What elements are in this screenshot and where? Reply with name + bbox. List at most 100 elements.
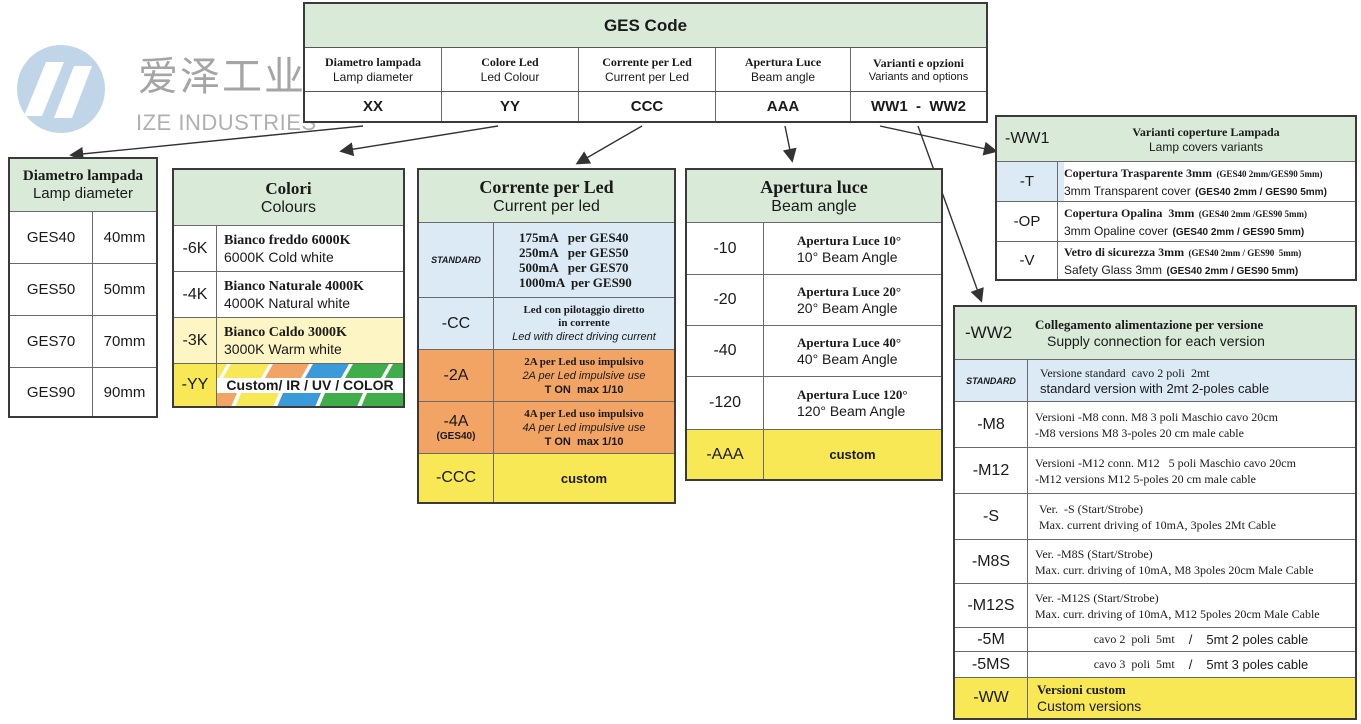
ww2-row-code: -M12S [967,596,1015,614]
ges-column-en: Led Colour [480,70,540,84]
table-row: -M8S Ver. -M8S (Start/Strobe) Max. curr.… [955,539,1355,583]
ww2-row-code: -5M [977,630,1005,648]
divider [216,272,217,317]
ww1-table: -WW1 Varianti coperture Lampada Lamp cov… [995,115,1357,281]
table-row: -WW Versioni custom Custom versions [955,677,1355,718]
ww2-standard-it: Versione standard cavo 2 poli 2mt [1040,365,1210,380]
table-row: -YY Custom/ IR / UV / COLOR [174,363,403,406]
beam-en: 120° Beam Angle [797,403,906,419]
table-row: -10 Apertura Luce 10° 10° Beam Angle [687,222,941,274]
divider [1057,242,1058,279]
current-code: -CC [441,314,471,332]
table-row: GES40 40mm [10,211,156,263]
standard-badge: STANDARD [431,255,481,265]
divider [493,350,494,401]
ges-column-it: Colore Led [481,55,539,69]
ges-column-it: Varianti e opzioni [873,56,964,70]
beam-header: Apertura luce Beam angle [687,170,941,222]
table-row: -S Ver. -S (Start/Strobe) Max. current d… [955,493,1355,539]
cc-it-line: in corrente [558,316,610,329]
ges-code-columns: Diametro lampada Lamp diameter Colore Le… [305,48,986,92]
diameter-code: GES50 [26,281,76,298]
table-row: -OP Copertura Opalina 3mm (GES40 2mm /GE… [997,201,1355,241]
ww2-row-line2: Max. current driving of 10mA, 3poles 2Mt… [1039,517,1276,532]
a2-en-line: 2A per Led impulsive use [522,369,646,382]
divider [763,377,764,429]
ww2-row-code: -M12 [972,461,1010,479]
divider [1027,448,1028,493]
divider [715,48,716,91]
ww1-en-small: (GES40 2mm / GES90 5mm) [1195,186,1327,198]
ww1-row-code: -T [1019,173,1035,190]
table-row: -120 Apertura Luce 120° 120° Beam Angle [687,376,941,429]
table-row: -5M cavo 2 poli 5mt / 5mt 2 poles cable [955,627,1355,651]
logo-mark-icon [17,45,105,133]
diameter-code: GES90 [26,383,76,401]
diameter-value: 50mm [103,281,146,298]
divider [763,275,764,325]
ww1-en-small: (GES40 2mm / GES90 5mm) [1172,226,1305,238]
colour-custom-label: Custom/ IR / UV / COLOR [226,377,394,393]
beam-code: -AAA [706,445,744,463]
divider [850,48,851,91]
diameter-value: 40mm [103,229,146,246]
divider [1027,678,1028,718]
ges-code-value: CCC [630,98,664,115]
ww2-row-line1: Ver. -S (Start/Strobe) [1039,501,1143,516]
ges-column-it: Apertura Luce [744,55,822,69]
beam-it: Apertura Luce 10° [797,232,902,248]
divider [92,316,93,367]
logo-chinese-text: 爱泽工业 [138,54,306,100]
ges-column-it: Diametro lampada [324,55,422,69]
ges-code-values: XX YY CCC AAA WW1 - WW2 [305,92,986,121]
company-logo: 爱泽工业 IZE INDUSTRIES [6,44,326,136]
ges-column-header-diameter: Diametro lampada Lamp diameter [305,48,441,91]
divider [1027,540,1028,583]
a2-it-line: 2A per Led uso impulsivo [524,355,644,368]
table-row: -M8 Versioni -M8 conn. M8 3 poli Maschio… [955,401,1355,447]
colour-it: Bianco Caldo 3000K [224,324,347,340]
diameter-code: GES70 [26,333,76,350]
ges-column-en: Current per Led [604,70,690,84]
ww1-row-code: -V [1019,252,1035,269]
diameter-title-en: Lamp diameter [32,185,134,202]
beam-title-en: Beam angle [771,197,857,215]
divider [493,298,494,349]
colours-title-en: Colours [260,198,317,216]
table-row: -M12S Ver. -M12S (Start/Strobe) Max. cur… [955,583,1355,627]
standard-current-line: 1000mA per GES90 [519,275,632,290]
ww2-custom-en: Custom versions [1037,698,1142,714]
colours-table: Colori Colours -6K Bianco freddo 6000K 6… [172,168,405,408]
ww2-header: -WW2 Collegamento alimentazione per vers… [955,307,1355,359]
beam-it: Apertura Luce 40° [797,335,902,350]
a4-ton-line: T ON max 1/10 [544,435,624,448]
ww1-it-small: (GES40 2mm/GES90 5mm) [1216,168,1323,179]
cc-it-line: Led con pilotaggio diretto [523,303,645,316]
current-code-cell: -4A (GES40) [419,402,493,453]
beam-code: -40 [713,342,737,359]
ww2-standard-badge-cell: STANDARD [955,360,1027,401]
divider [441,48,442,91]
standard-current-line: 250mA per GES50 [519,245,629,260]
table-row: -5MS cavo 3 poli 5mt / 5mt 3 poles cable [955,651,1355,677]
current-code: -2A [443,366,469,384]
divider [216,318,217,363]
divider [1027,652,1028,677]
colours-header: Colori Colours [174,170,403,225]
diameter-code: GES40 [26,229,76,246]
diameter-table: Diametro lampada Lamp diameter GES40 40m… [8,157,158,418]
colour-code: -6K [182,239,208,257]
table-row: -CCC custom [419,453,674,502]
beam-it: Apertura Luce 120° [797,387,908,402]
colour-en: 6000K Cold white [224,248,334,265]
ww2-row-code: -M8 [977,415,1005,433]
table-row: STANDARD 175mA per GES40 250mA per GES50… [419,222,674,297]
table-row: -M12 Versioni -M12 conn. M12 5 poli Masc… [955,447,1355,493]
beam-code: -10 [713,239,737,257]
current-title-en: Current per led [493,197,600,215]
current-title-it: Corrente per Led [479,176,614,197]
standard-badge: STANDARD [966,375,1016,386]
ww2-row-code: -WW [973,689,1009,706]
divider [1057,162,1058,201]
ww2-row-line2: -M8 versions M8 3-poles 20 cm male cable [1035,425,1244,440]
